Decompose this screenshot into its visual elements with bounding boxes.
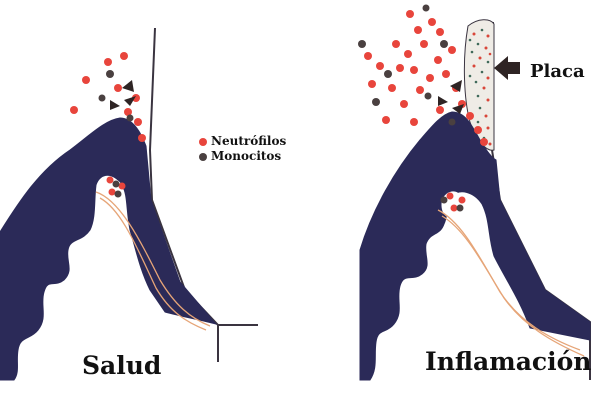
legend-monocyte-dot: [199, 153, 207, 161]
gingiva-tissue-left: [0, 118, 216, 380]
migration-arrows-left: [110, 80, 136, 110]
healthy-panel: [0, 28, 258, 380]
legend-neutrophil-label: Neutrófilos: [211, 134, 286, 148]
inflammation-panel-title: Inflamación: [425, 347, 591, 376]
legend-monocyte-label: Monocitos: [211, 149, 281, 163]
healthy-panel-title: Salud: [82, 351, 161, 380]
plaque-label: Placa: [530, 61, 585, 82]
legend-neutrophil-dot: [199, 138, 207, 146]
plaque-pointer-arrow: [494, 56, 520, 80]
